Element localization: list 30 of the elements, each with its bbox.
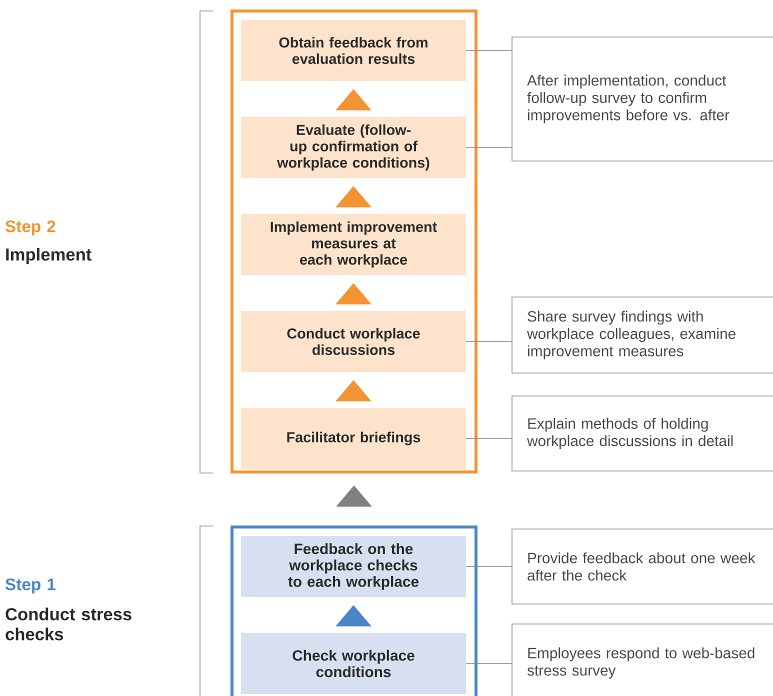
arrow-triangle	[336, 283, 372, 304]
note-box: Employees respond to web-based stress survey	[512, 624, 773, 696]
arrow-triangle	[336, 380, 372, 402]
leader-line	[466, 663, 512, 664]
note-box: After implementation, conduct follow-up survey to confirm improvements before vs. after	[512, 36, 773, 162]
step-number: Step 1	[5, 578, 56, 594]
step-box: Evaluate (follow-up confirmation of workplace conditions)	[241, 117, 466, 178]
group-frame	[230, 526, 478, 696]
leader-line	[466, 566, 512, 567]
step-box: Implement improvement measures at each workplace	[241, 214, 466, 275]
arrow-triangle	[336, 605, 372, 626]
step-box: Check workplace conditions	[241, 633, 466, 694]
note-box: Provide feedback about one week after the check	[512, 528, 773, 604]
step-number: Step 2	[5, 220, 56, 236]
leader-line	[466, 50, 512, 51]
note-box: Share survey findings with workplace colleagues, examine improvement measures	[512, 296, 773, 374]
step-box: Obtain feedback from evaluation results	[241, 20, 466, 81]
leader-line	[466, 438, 512, 439]
leader-line	[466, 147, 512, 148]
note-box: Explain methods of holding workplace discussions in detail	[512, 396, 773, 472]
step-title: Implement	[6, 248, 92, 264]
group-frame	[230, 10, 478, 474]
leader-line	[466, 341, 512, 342]
arrow-triangle	[336, 186, 372, 208]
step-title: Conduct stress checks	[6, 608, 132, 640]
arrow-triangle	[336, 485, 372, 507]
step-box: Facilitator briefings	[241, 408, 466, 469]
step-box: Feedback on the workplace checks to each workplace	[241, 536, 466, 597]
arrow-triangle	[336, 89, 372, 110]
step-box: Conduct workplace discussions	[241, 311, 466, 372]
